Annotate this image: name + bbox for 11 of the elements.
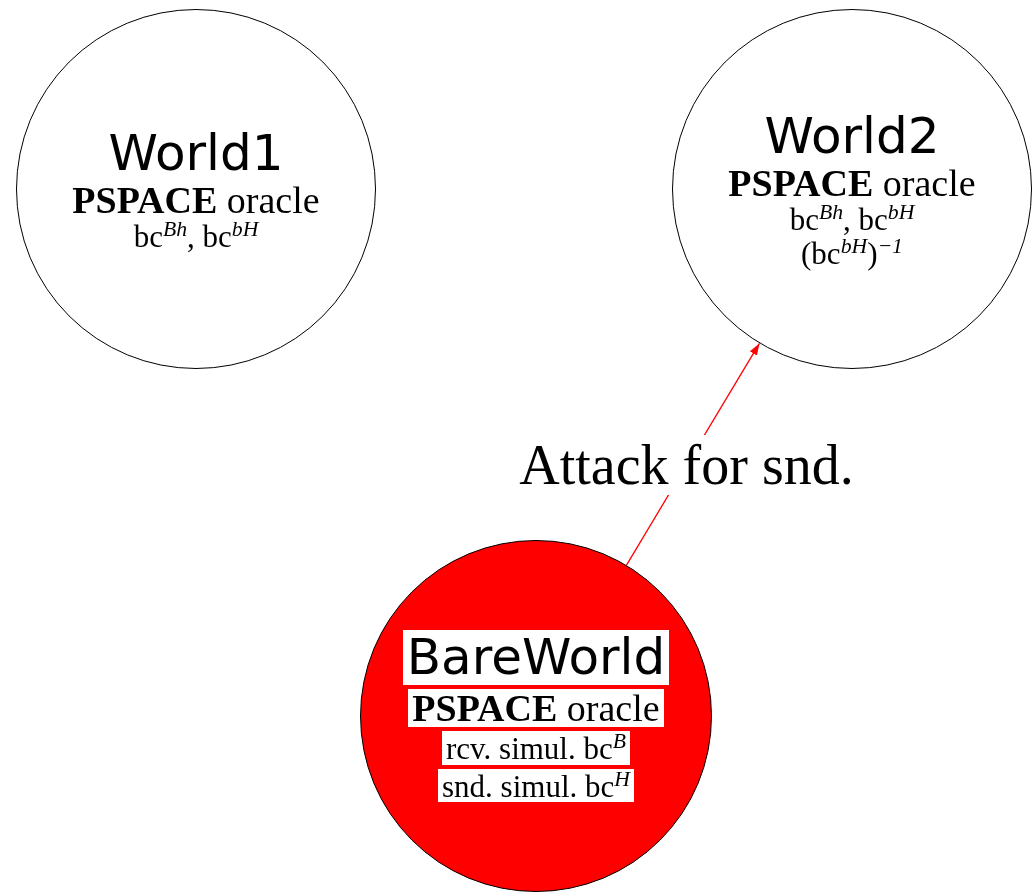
node-text: PSPACE oracle — [72, 180, 320, 219]
node-title: World1 — [108, 125, 284, 181]
node-title: World2 — [764, 109, 940, 165]
node-text: bc$^{Bh}$, bc$^{bH}$ — [789, 202, 915, 236]
node-text: PSPACE oracle — [408, 689, 664, 728]
node-title: BareWorld — [402, 630, 670, 686]
node-text: PSPACE oracle — [728, 164, 976, 203]
node-text: bc$^{Bh}$, bc$^{bH}$ — [133, 218, 259, 253]
node-text: rcv. simul. bc$^{B}$ — [442, 731, 630, 765]
node-text: snd. simul. bc$^{H}$ — [438, 768, 634, 802]
node-text: (bc$^{bH}$)$^{−1}$ — [801, 235, 903, 269]
